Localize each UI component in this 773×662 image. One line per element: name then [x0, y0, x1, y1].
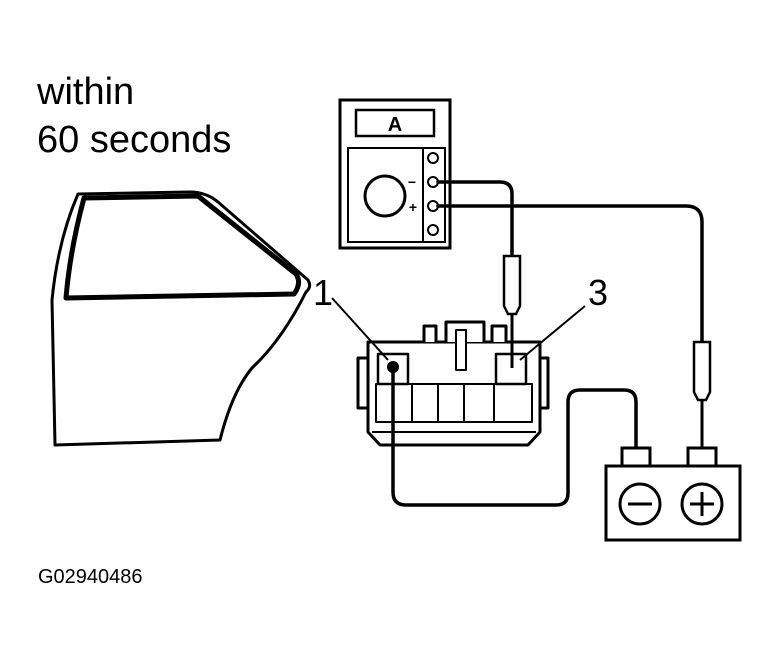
callout-terminal-3: 3	[588, 272, 608, 313]
wire-meter-plus-to-probe	[436, 204, 704, 344]
leader-line-1	[331, 297, 389, 361]
multimeter-dial-icon	[363, 174, 407, 218]
caption-line-2: 60 seconds	[37, 119, 231, 161]
probe-negative	[502, 254, 522, 368]
multimeter-jack-column	[422, 147, 446, 243]
door-connector	[356, 320, 550, 447]
wire-meter-minus-to-probe	[436, 180, 514, 256]
caption-line-1: within	[36, 71, 134, 113]
connector-left-tab	[356, 356, 370, 410]
battery-negative-post	[620, 446, 652, 468]
wire-terminal1-to-battery-negative	[391, 366, 638, 507]
multimeter: A − +	[338, 98, 452, 250]
multimeter-jack-4	[427, 224, 439, 236]
minus-sign: −	[408, 174, 416, 190]
figure-code: G02940486	[38, 566, 143, 588]
connector-cavity-row	[375, 383, 533, 423]
door-window-frame	[63, 193, 302, 301]
plus-sign: +	[409, 199, 417, 215]
battery-positive-post	[686, 446, 718, 468]
leader-line-3	[519, 305, 586, 361]
multimeter-jack-1	[427, 152, 439, 164]
multimeter-display	[354, 108, 436, 138]
connector-slot-left	[455, 329, 467, 371]
connector-right-tab	[538, 356, 550, 410]
probe-positive	[692, 340, 712, 450]
callout-terminal-1: 1	[313, 272, 333, 313]
door-outline	[50, 190, 312, 447]
battery	[604, 446, 742, 542]
door-illustration	[50, 190, 312, 447]
multimeter-display-label: A	[388, 114, 402, 136]
connector-terminal-3	[494, 352, 528, 386]
terminal-1-probe-contact	[387, 361, 399, 373]
